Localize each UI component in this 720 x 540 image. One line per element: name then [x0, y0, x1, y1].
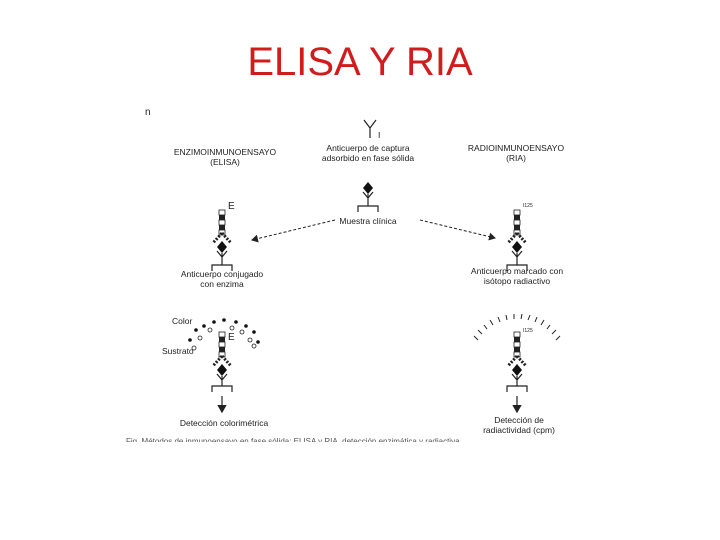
ria-result-line1: Detección de — [494, 415, 544, 425]
elisa-detection-complex: E — [211, 331, 235, 392]
caption-crop-mask — [120, 442, 590, 452]
enzyme-marker-label: E — [228, 201, 235, 212]
header-ria-line1: RADIOINMUNOENSAYO — [468, 143, 565, 153]
sample-label: Muestra clínica — [339, 216, 396, 226]
elisa-result-label: Detección colorimétrica — [180, 418, 269, 428]
header-elisa-line2: (ELISA) — [210, 157, 240, 167]
elisa-conjugate-line1: Anticuerpo conjugado — [181, 269, 264, 279]
ria-result-line2: radiactividad (cpm) — [483, 425, 555, 435]
header-ria-line2: (RIA) — [506, 153, 526, 163]
header-capture-line1: Anticuerpo de captura — [326, 143, 409, 153]
substrate-label: Sustrato — [162, 346, 194, 356]
substrate-circles — [191, 325, 257, 351]
enzyme-marker-label-2: E — [228, 332, 235, 343]
isotope-label-1: I125 — [523, 203, 533, 209]
arrow-to-elisa — [251, 219, 336, 243]
slide-title: ELISA Y RIA — [247, 40, 473, 84]
arrow-to-ria — [419, 219, 496, 241]
panel-letter: n — [145, 107, 151, 118]
elisa-conjugate-line2: con enzima — [200, 279, 244, 289]
isotope-label-2: I125 — [523, 328, 533, 334]
substrate-dots — [188, 318, 260, 344]
ria-detection-complex: I125 — [506, 328, 533, 392]
capture-antibody-icon — [363, 119, 377, 138]
elisa-conjugate-complex: E — [211, 201, 235, 271]
radioactivity-gauge — [473, 313, 561, 341]
header-elisa-line1: ENZIMOINMUNOENSAYO — [174, 147, 277, 157]
ria-label-line2: isótopo radiactivo — [484, 276, 550, 286]
color-label: Color — [172, 316, 192, 326]
ria-label-line1: Anticuerpo marcado con — [471, 266, 563, 276]
header-capture-line2: adsorbido en fase sólida — [322, 153, 414, 163]
footer-caption: Fig. Métodos de inmunoensayo en fase sól… — [126, 437, 462, 446]
capture-label: I — [378, 130, 380, 140]
sample-antigen-icon — [357, 182, 379, 212]
ria-labeled-complex: I125 — [506, 203, 533, 271]
